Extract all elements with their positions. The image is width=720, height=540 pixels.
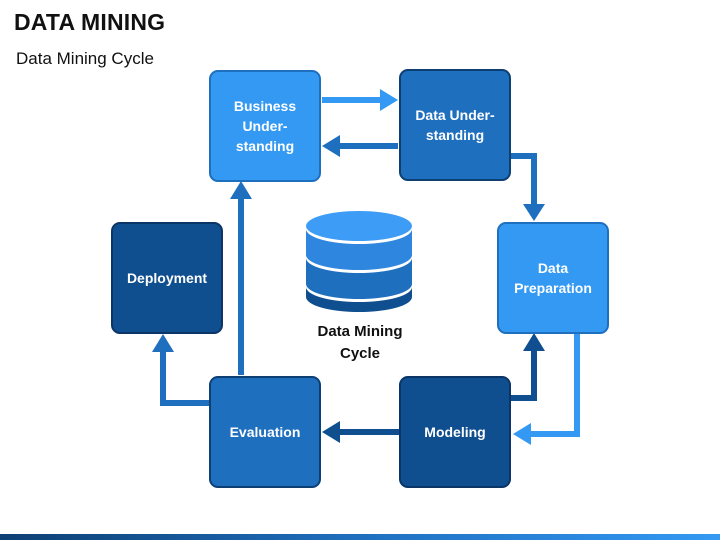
- arrow-data-understanding-to-business: [322, 135, 398, 157]
- node-business-understanding: Business Under- standing: [209, 70, 321, 182]
- database-icon: [306, 211, 412, 312]
- arrow-evaluation-to-deployment: [152, 334, 210, 406]
- page-title: DATA MINING: [14, 9, 166, 35]
- arrow-modeling-to-evaluation: [322, 421, 399, 443]
- bottom-accent-bar: [0, 534, 720, 540]
- arrow-business-to-data-understanding: [322, 89, 398, 111]
- arrow-evaluation-to-business: [230, 181, 252, 375]
- node-evaluation: Evaluation: [209, 376, 321, 488]
- center-label: Data Mining Cycle: [317, 323, 403, 362]
- node-data-understanding: Data Under- standing: [399, 69, 511, 181]
- page-subtitle: Data Mining Cycle: [16, 49, 154, 68]
- node-deployment: Deployment: [111, 222, 223, 334]
- arrow-modeling-to-data-preparation: [511, 333, 545, 401]
- arrow-data-preparation-to-modeling: [513, 333, 580, 445]
- node-data-preparation: Data Preparation: [497, 222, 609, 334]
- node-modeling: Modeling: [399, 376, 511, 488]
- arrow-data-understanding-to-data-preparation: [511, 153, 545, 221]
